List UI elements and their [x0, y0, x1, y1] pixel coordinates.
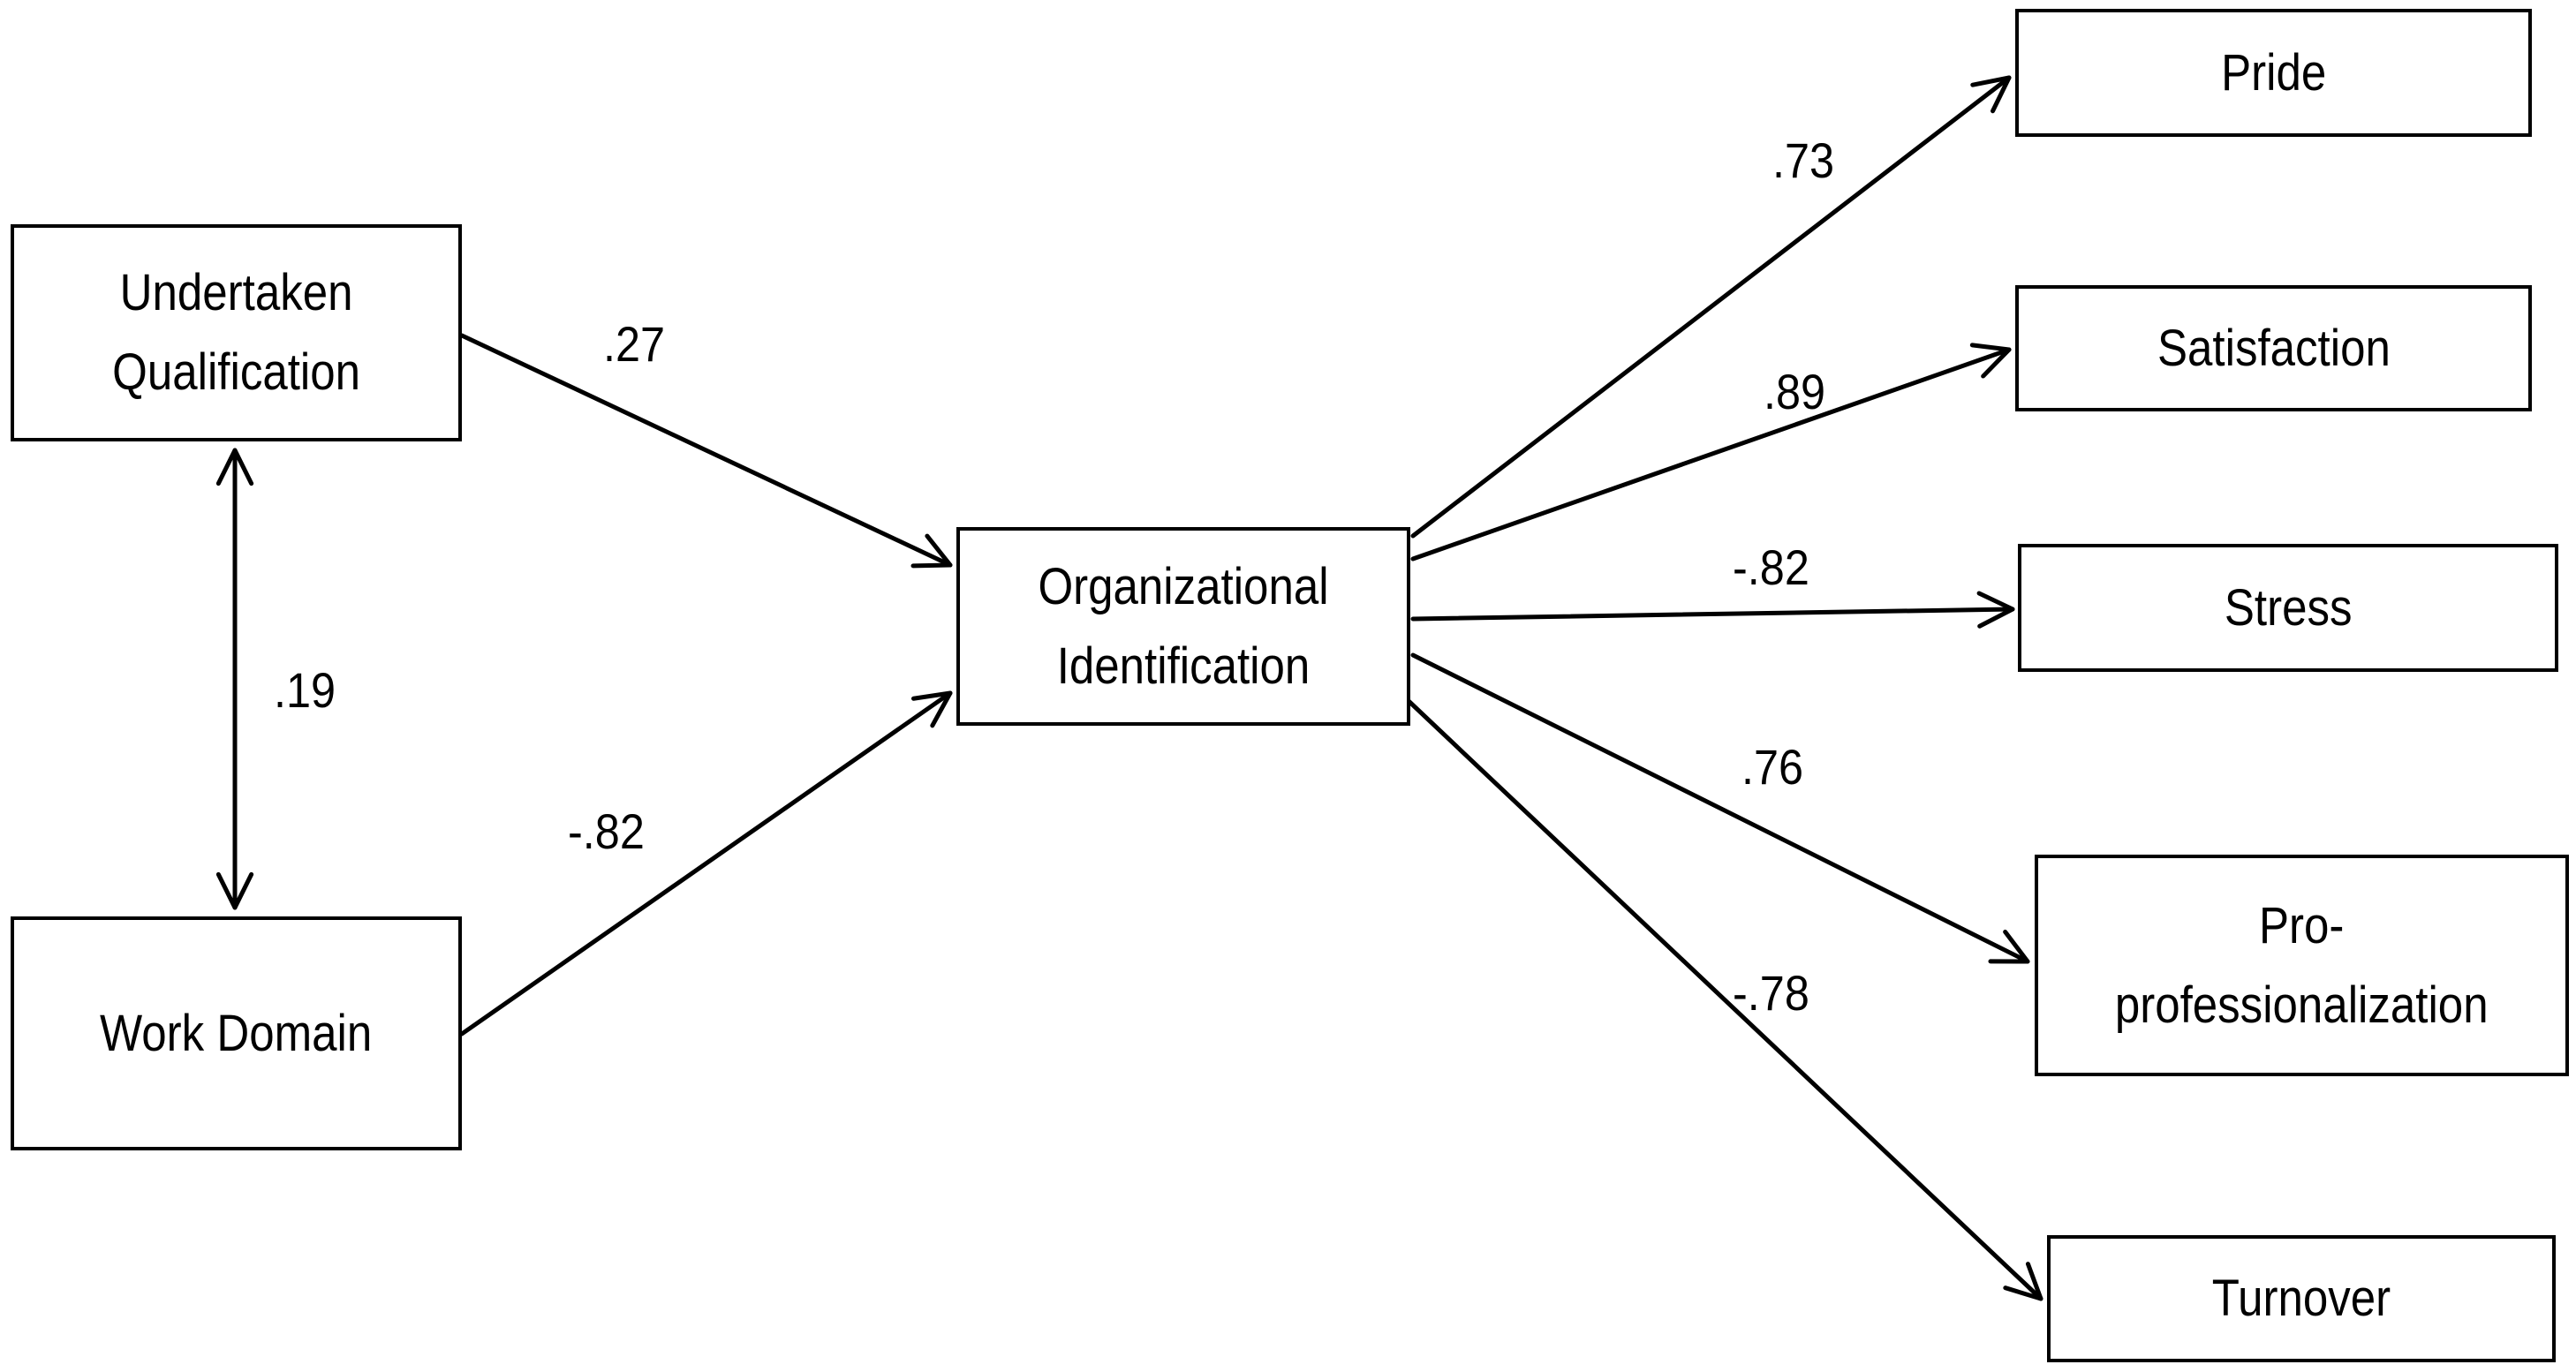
- node-label: Pride: [2220, 43, 2327, 102]
- node-label: Work Domain: [100, 1004, 373, 1062]
- arrow-org-to-pro-professionalization: [1410, 652, 2030, 964]
- node-pro-professionalization: Pro- professionalization: [2035, 855, 2569, 1076]
- node-stress: Stress: [2018, 544, 2558, 672]
- coefficient-work-to-org: -.82: [568, 803, 645, 859]
- node-undertaken-qualification: Undertaken Qualification: [11, 224, 462, 441]
- node-organizational-identification: Organizational Identification: [956, 527, 1410, 726]
- node-label: Organizational Identification: [1038, 557, 1329, 695]
- coefficient-org-to-turnover: -.78: [1733, 965, 1809, 1021]
- arrow-org-to-turnover: [1405, 697, 2043, 1301]
- arrow-undertaken-to-org: [459, 333, 953, 569]
- node-label: Stress: [2224, 578, 2353, 637]
- node-turnover: Turnover: [2047, 1235, 2556, 1362]
- arrow-covariance: [215, 448, 254, 910]
- coefficient-org-to-pride: .73: [1772, 132, 1835, 188]
- arrow-org-to-satisfaction: [1410, 343, 2012, 562]
- node-label: Satisfaction: [2157, 319, 2391, 377]
- coefficient-org-to-stress: -.82: [1733, 539, 1809, 595]
- coefficient-org-to-satisfaction: .89: [1764, 364, 1826, 419]
- node-pride: Pride: [2015, 9, 2532, 137]
- arrow-work-to-org: [459, 690, 953, 1037]
- arrow-org-to-stress: [1410, 591, 2015, 629]
- node-label: Undertaken Qualification: [112, 264, 360, 401]
- node-work-domain: Work Domain: [11, 916, 462, 1150]
- node-label: Pro- professionalization: [2115, 896, 2489, 1034]
- node-label: Turnover: [2211, 1270, 2391, 1328]
- coefficient-org-to-pro-professionalization: .76: [1741, 739, 1804, 795]
- node-satisfaction: Satisfaction: [2015, 285, 2532, 411]
- coefficient-covariance: .19: [274, 662, 336, 718]
- arrow-org-to-pride: [1410, 75, 2012, 539]
- coefficient-undertaken-to-org: .27: [603, 316, 666, 372]
